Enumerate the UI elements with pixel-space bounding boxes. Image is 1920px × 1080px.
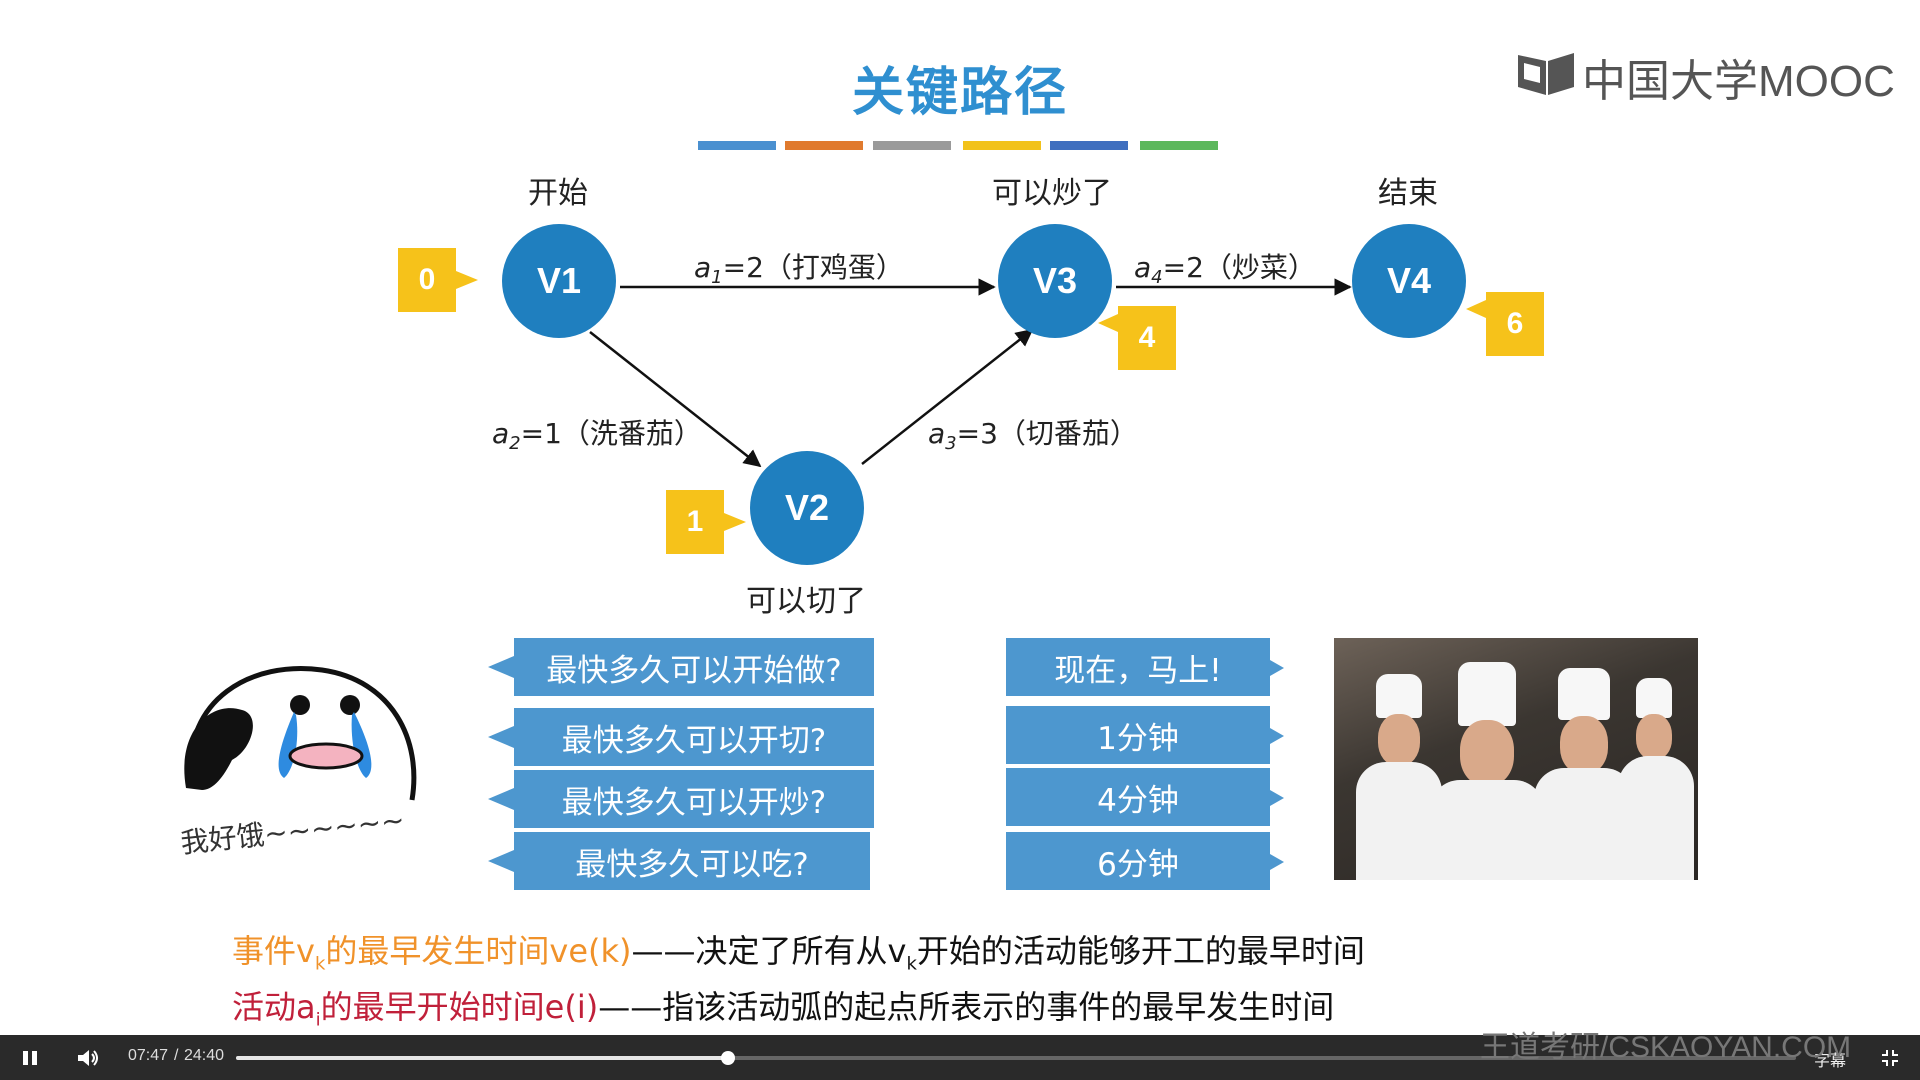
edge-weight: =2（炒菜） (1163, 251, 1316, 284)
badge-pointer (724, 513, 746, 531)
callout-pointer (1270, 728, 1284, 744)
current-time: 07:47 (128, 1047, 168, 1065)
definition-text: 决定了所有从v (696, 932, 907, 970)
color-bar (785, 141, 863, 150)
question-callout: 最快多久可以开始做? (514, 638, 874, 696)
callout-pointer (488, 788, 514, 810)
question-text: 最快多久可以开炒? (562, 777, 826, 822)
node-v3: V3 (998, 224, 1112, 338)
definition-term-rest: 的最早开始时间e(i) (321, 988, 599, 1026)
node-v2-label: 可以切了 (746, 576, 866, 620)
definition-text-rest: 开始的活动能够开工的最早时间 (917, 932, 1365, 970)
exit-fullscreen-icon (1881, 1049, 1899, 1067)
definition-term-subscript: k (315, 953, 325, 974)
badge-pointer (456, 271, 478, 289)
volume-button[interactable] (72, 1042, 104, 1074)
node-v1-label: 开始 (528, 168, 588, 212)
definition-term: 事件v (232, 932, 315, 970)
pause-button[interactable] (14, 1042, 46, 1074)
answer-callout: 6分钟 (1006, 832, 1270, 890)
definition-dash: —— (632, 932, 696, 970)
answer-text: 6分钟 (1097, 839, 1179, 884)
question-callout: 最快多久可以开切? (514, 708, 874, 766)
definition-text-subscript: k (906, 953, 916, 974)
question-text: 最快多久可以开始做? (546, 645, 841, 690)
definition-dash: —— (598, 988, 662, 1026)
edge-subscript: 1 (711, 267, 722, 288)
answer-text: 4分钟 (1097, 775, 1179, 820)
earliest-time-badge: 4 (1118, 306, 1176, 370)
callout-pointer (488, 726, 514, 748)
color-bar (1050, 141, 1128, 150)
chefs-photo (1334, 638, 1698, 880)
node-v3-label: 可以炒了 (992, 168, 1112, 212)
earliest-time-badge: 1 (666, 490, 724, 554)
color-bar (1140, 141, 1218, 150)
slide: 关键路径 中国大学MOOC V1 V2 V3 V4 开始 可以切了 可以炒了 结… (0, 0, 1920, 1035)
answer-text: 现在，马上! (1054, 645, 1221, 690)
definition-event-earliest-time: 事件vk的最早发生时间ve(k)——决定了所有从vk开始的活动能够开工的最早时间 (232, 926, 1365, 974)
exit-fullscreen-button[interactable] (1874, 1042, 1906, 1074)
earliest-time-badge: 6 (1486, 292, 1544, 356)
question-text: 最快多久可以吃? (575, 839, 808, 884)
color-bar (873, 141, 951, 150)
mooc-logo-icon (1516, 49, 1576, 97)
edge-weight: =2（打鸡蛋） (723, 251, 904, 284)
edge-name: a (492, 417, 509, 450)
definition-activity-earliest-start: 活动ai的最早开始时间e(i)——指该活动弧的起点所表示的事件的最早发生时间 (232, 982, 1334, 1030)
badge-value: 6 (1507, 307, 1524, 341)
edge-name: a (694, 251, 711, 284)
node-v2: V2 (750, 451, 864, 565)
question-text: 最快多久可以开切? (562, 715, 826, 760)
edge-a1-label: a1=2（打鸡蛋） (694, 246, 904, 288)
badge-pointer (1466, 300, 1486, 318)
watermark: 王道考研/CSKAOYAN.COM (1480, 1022, 1851, 1066)
answer-callout: 4分钟 (1006, 768, 1270, 826)
edge-subscript: 3 (945, 433, 956, 454)
time-separator: / (174, 1047, 178, 1065)
logo-text: 中国大学MOOC (1582, 45, 1895, 109)
question-callout: 最快多久可以开炒? (514, 770, 874, 828)
progress-thumb[interactable] (721, 1051, 735, 1065)
callout-pointer (488, 656, 514, 678)
duration: 24:40 (184, 1047, 224, 1065)
mooc-logo: 中国大学MOOC (1516, 45, 1856, 105)
edge-weight: =3（切番茄） (957, 417, 1138, 450)
edge-a4-label: a4=2（炒菜） (1134, 246, 1316, 288)
edge-subscript: 2 (509, 433, 520, 454)
edge-a3-label: a3=3（切番茄） (928, 412, 1138, 454)
badge-value: 1 (687, 505, 704, 539)
edge-subscript: 4 (1151, 267, 1162, 288)
badge-pointer (1098, 314, 1118, 332)
definition-term-rest: 的最早发生时间ve(k) (325, 932, 631, 970)
callout-pointer (1270, 854, 1284, 870)
answer-callout: 现在，马上! (1006, 638, 1270, 696)
volume-icon (76, 1048, 100, 1068)
callout-pointer (488, 850, 514, 872)
node-v4-label: 结束 (1378, 168, 1438, 212)
edge-a2-label: a2=1（洗番茄） (492, 412, 702, 454)
edge-name: a (928, 417, 945, 450)
edge-name: a (1134, 251, 1151, 284)
callout-pointer (1270, 660, 1284, 676)
definition-term: 活动a (232, 988, 316, 1026)
earliest-time-badge: 0 (398, 248, 456, 312)
question-callout: 最快多久可以吃? (514, 832, 870, 890)
node-v1: V1 (502, 224, 616, 338)
color-bar (963, 141, 1041, 150)
progress-fill (236, 1056, 728, 1060)
pause-icon (21, 1049, 39, 1067)
badge-value: 0 (419, 263, 436, 297)
edge-weight: =1（洗番茄） (521, 417, 702, 450)
node-v4: V4 (1352, 224, 1466, 338)
answer-text: 1分钟 (1097, 713, 1179, 758)
definition-text: 指该活动弧的起点所表示的事件的最早发生时间 (662, 988, 1334, 1026)
color-bar (698, 141, 776, 150)
slide-title: 关键路径 (760, 50, 1160, 125)
callout-pointer (1270, 790, 1284, 806)
answer-callout: 1分钟 (1006, 706, 1270, 764)
badge-value: 4 (1139, 321, 1156, 355)
